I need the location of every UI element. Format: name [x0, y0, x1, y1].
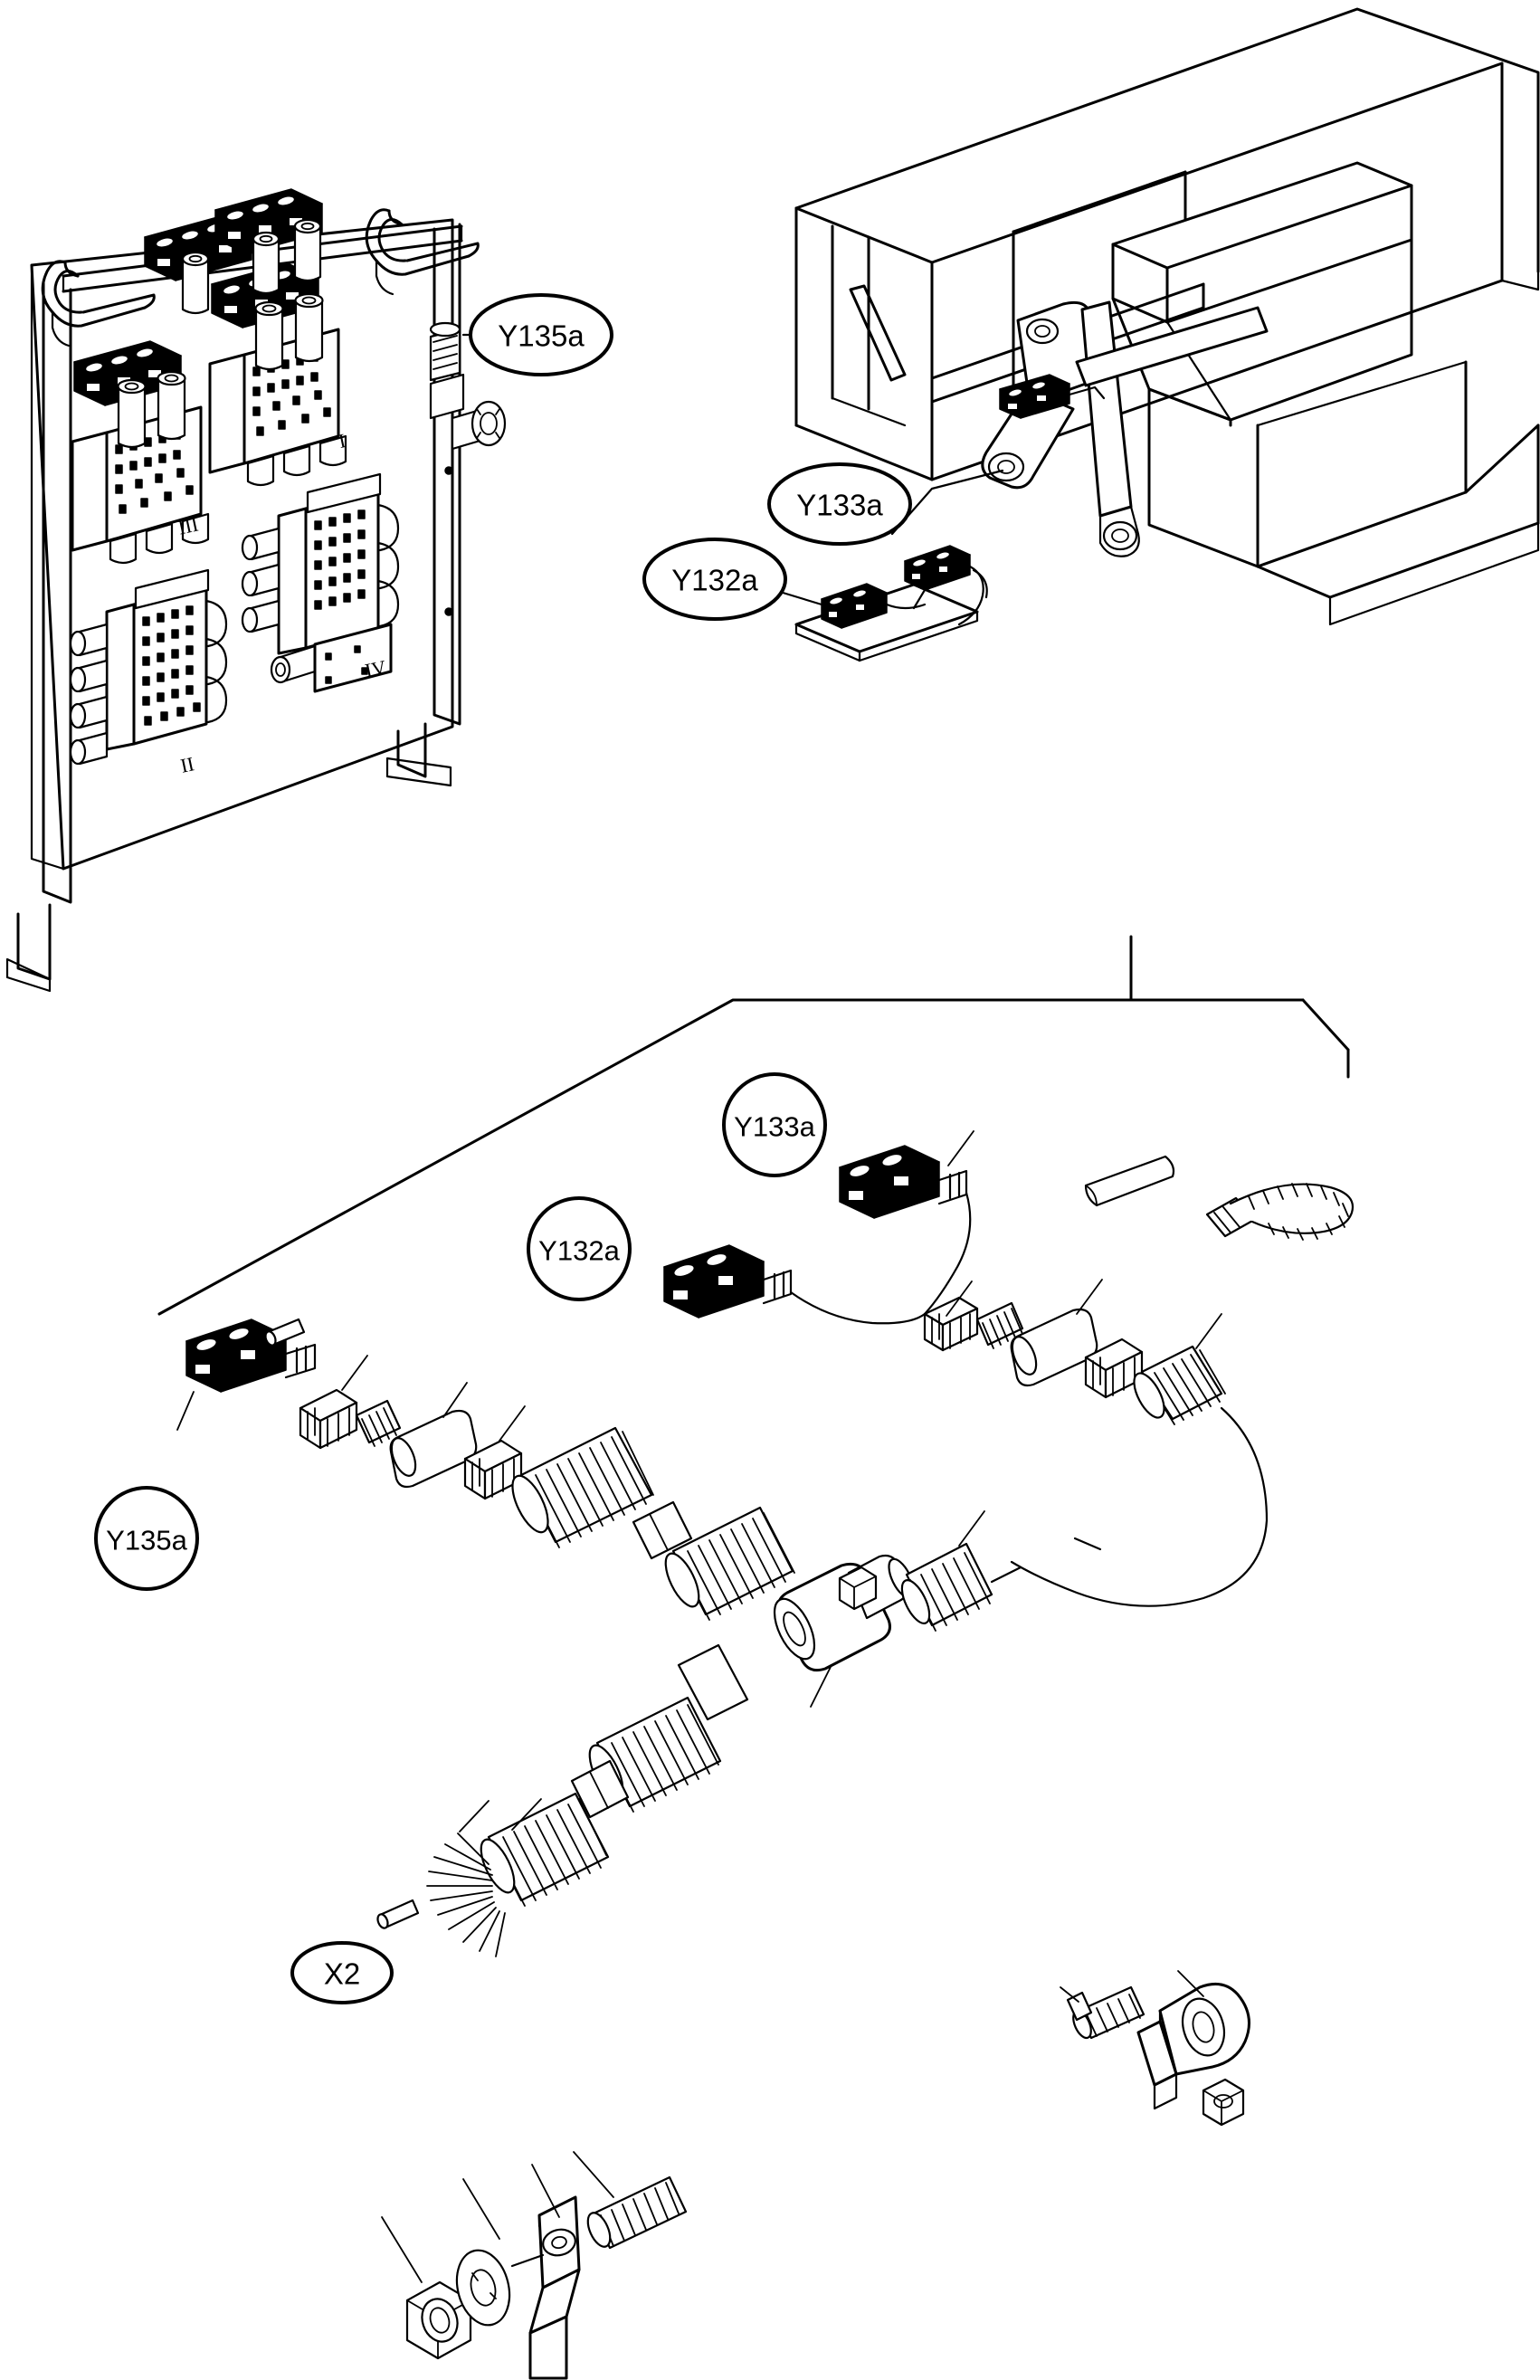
callout-y133a-bottom[interactable]: Y133a [722, 1072, 827, 1177]
roman-numeral-iv: IV [363, 655, 388, 681]
callout-shape [469, 293, 613, 376]
callout-y135a-bottom[interactable]: Y135a [94, 1486, 199, 1591]
hardware-detail-right [1060, 1970, 1250, 2127]
callout-y132a-top[interactable]: Y132a [642, 538, 787, 621]
cable-tie [1205, 1183, 1355, 1241]
frame-connector-y135a [429, 321, 507, 616]
harness-pack-upper [794, 545, 988, 662]
linkage-arm [981, 300, 1269, 557]
valve-rail-stacks [144, 188, 323, 315]
spiral-section-d [480, 1792, 610, 1907]
callout-label: Y132a [671, 564, 758, 597]
lower-harness-panel [157, 935, 1355, 1957]
harness-branch-x2 [376, 1643, 749, 1957]
spiral-section-b [664, 1506, 795, 1621]
upper-right-machine [778, 7, 1540, 662]
callout-label: Y135a [106, 1525, 187, 1557]
valve-group-i [208, 262, 347, 487]
callout-shape [767, 462, 912, 546]
callout-shape [94, 1486, 199, 1591]
harness-branch-upper [663, 1145, 1269, 1607]
sensor-block-upper [999, 374, 1106, 419]
callout-y132a-bottom[interactable]: Y132a [527, 1196, 632, 1301]
harness-branch-main [176, 1130, 1222, 1957]
callout-label: Y135a [498, 319, 585, 353]
callout-label: Y133a [796, 489, 883, 522]
roman-numeral-i: I [337, 429, 347, 452]
valve-group-iv [241, 472, 400, 693]
spiral-section-a [511, 1426, 654, 1548]
callout-y133a-top[interactable]: Y133a [767, 462, 912, 546]
callout-label: Y133a [734, 1111, 815, 1143]
callout-label: X2 [324, 1957, 360, 1991]
frayed-wire-bundle [426, 1833, 506, 1957]
callout-label: Y132a [538, 1235, 620, 1267]
spiral-section-right [900, 1542, 993, 1632]
thread-section-upper [975, 1301, 1024, 1349]
sleeve-and-cable-tie [1084, 1155, 1355, 1241]
callout-shape [527, 1196, 632, 1301]
valve-group-ii [69, 568, 228, 766]
hardware-detail-bottom [381, 2151, 688, 2380]
strain-relief-upper [1133, 1345, 1226, 1425]
callout-shape [722, 1072, 827, 1177]
callout-y135a-top[interactable]: Y135a [469, 293, 613, 376]
upper-left-valve-frame [5, 188, 507, 993]
callout-shape [642, 538, 787, 621]
callout-x2-bottom[interactable]: X2 [290, 1941, 394, 2004]
roman-numeral-ii: II [178, 752, 196, 777]
valve-group-iii [71, 340, 210, 565]
callout-shape [290, 1941, 394, 2004]
roman-numeral-iii: III [176, 512, 201, 538]
tee-junction [773, 1554, 915, 1672]
